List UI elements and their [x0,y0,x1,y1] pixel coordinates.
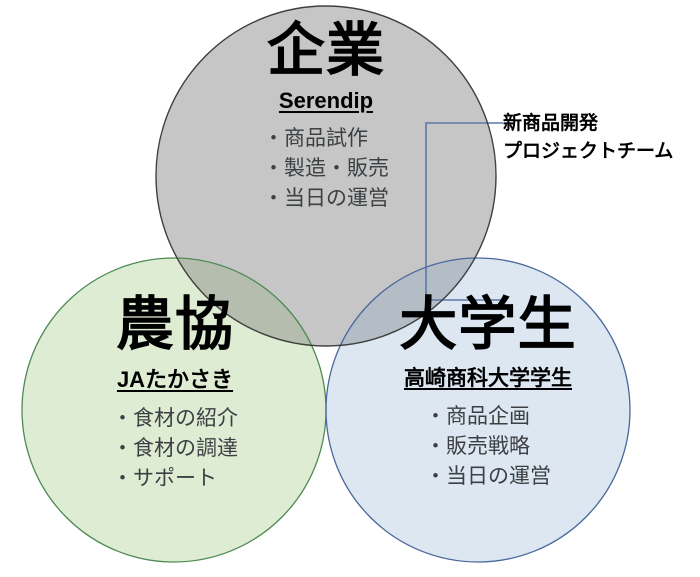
students-item-list: ・商品企画 ・販売戦略 ・当日の運営 [425,402,551,491]
circle-coop-fill [22,258,326,562]
students-title: 大学生 [399,292,577,357]
callout-bracket [425,122,503,301]
circle-students-fill [326,258,630,562]
list-item: ・当日の運営 [263,186,389,210]
callout-line-2: プロジェクトチーム [503,140,674,162]
circle-corporate-fill [156,6,496,346]
venn-section-students: 大学生 高崎商科大学学生 ・商品企画 ・販売戦略 ・当日の運営 [338,296,638,491]
coop-subtitle: JAたかさき [116,367,234,392]
list-item: ・サポート [112,466,217,490]
corporate-title: 企業 [266,18,386,83]
list-item: ・食材の紹介 [112,407,238,430]
circle-corporate-outline [155,5,497,347]
venn-section-corporate: 企業 Serendip ・商品試作 ・製造・販売 ・当日の運営 [176,22,476,213]
venn-section-coop: 農協 JAたかさき ・食材の紹介 ・食材の調達 ・サポート [30,296,320,493]
coop-title: 農協 [115,292,235,357]
list-item: ・販売戦略 [425,434,530,458]
callout-line-1: 新商品開発 [503,113,599,134]
circle-students-outline [325,257,631,563]
callout-annotation-label: 新商品開発 プロジェクトチーム [503,110,673,165]
coop-item-list: ・食材の紹介 ・食材の調達 ・サポート [112,404,238,493]
list-item: ・商品企画 [425,405,530,428]
list-item: ・製造・販売 [263,156,389,180]
list-item: ・食材の調達 [112,436,238,460]
list-item: ・当日の運営 [425,464,551,488]
students-subtitle: 高崎商科大学学生 [404,367,572,390]
list-item: ・商品試作 [263,127,368,150]
corporate-item-list: ・商品試作 ・製造・販売 ・当日の運営 [263,124,389,213]
corporate-subtitle: Serendip [278,88,374,113]
